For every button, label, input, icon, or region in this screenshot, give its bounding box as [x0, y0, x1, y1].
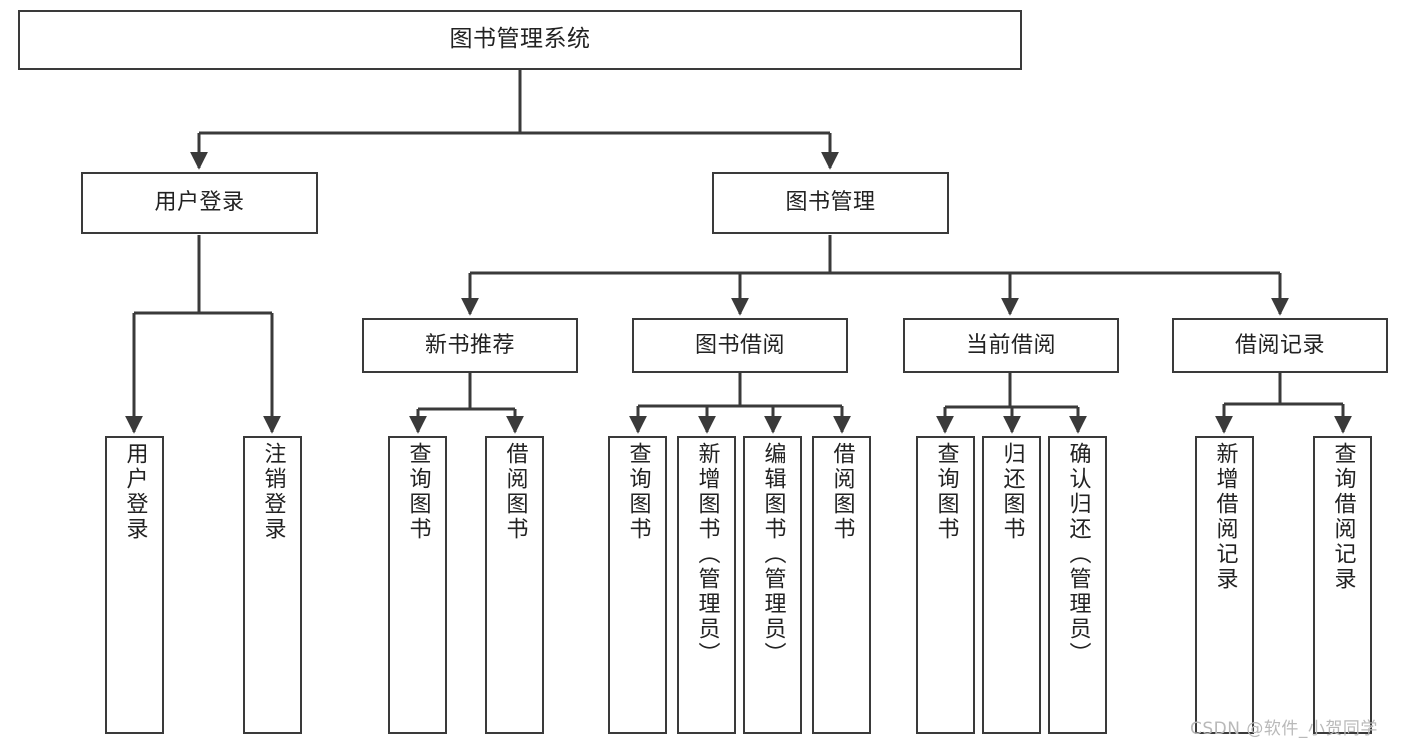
leaf-confirm-return[interactable]: 确认归还（管理员）	[1048, 436, 1107, 734]
node-label: 图书管理系统	[449, 26, 591, 53]
node-label: 借阅图书	[829, 442, 855, 542]
node-label: 借阅图书	[502, 442, 528, 542]
csdn-watermark: CSDN @软件_小贺同学	[1190, 719, 1378, 739]
node-borrow-record[interactable]: 借阅记录	[1172, 318, 1388, 373]
leaf-borrow-book[interactable]: 借阅图书	[812, 436, 871, 734]
node-label: 用户登录	[122, 442, 148, 542]
node-label: 注销登录	[260, 442, 286, 542]
node-label: 查询图书	[405, 442, 431, 542]
node-new-book-recommend[interactable]: 新书推荐	[362, 318, 578, 373]
node-label: 查询借阅记录	[1330, 442, 1356, 592]
leaf-edit-book[interactable]: 编辑图书（管理员）	[743, 436, 802, 734]
node-label: 用户登录	[154, 190, 245, 216]
node-label: 新增图书（管理员）	[694, 442, 720, 667]
leaf-return-book[interactable]: 归还图书	[982, 436, 1041, 734]
node-book-borrow[interactable]: 图书借阅	[632, 318, 848, 373]
node-user-login[interactable]: 用户登录	[81, 172, 318, 234]
node-label: 新书推荐	[424, 332, 515, 358]
node-label: 当前借阅	[965, 332, 1056, 358]
node-label: 查询图书	[625, 442, 651, 542]
node-current-borrow[interactable]: 当前借阅	[903, 318, 1119, 373]
leaf-user-login[interactable]: 用户登录	[105, 436, 164, 734]
leaf-query-borrow-record[interactable]: 查询借阅记录	[1313, 436, 1372, 734]
node-label: 借阅记录	[1234, 332, 1325, 358]
leaf-add-book[interactable]: 新增图书（管理员）	[677, 436, 736, 734]
leaf-add-borrow-record[interactable]: 新增借阅记录	[1195, 436, 1254, 734]
leaf-logout-login[interactable]: 注销登录	[243, 436, 302, 734]
node-label: 编辑图书（管理员）	[760, 442, 786, 667]
node-label: 确认归还（管理员）	[1065, 442, 1091, 667]
node-label: 新增借阅记录	[1212, 442, 1238, 592]
node-label: 归还图书	[999, 442, 1025, 542]
leaf-query-book-borrow[interactable]: 查询图书	[608, 436, 667, 734]
node-book-management[interactable]: 图书管理	[712, 172, 949, 234]
leaf-query-book-recommend[interactable]: 查询图书	[388, 436, 447, 734]
node-label: 图书管理	[785, 190, 876, 216]
node-label: 查询图书	[933, 442, 959, 542]
leaf-borrow-book-recommend[interactable]: 借阅图书	[485, 436, 544, 734]
node-label: 图书借阅	[694, 332, 785, 358]
leaf-query-book-current[interactable]: 查询图书	[916, 436, 975, 734]
node-root-book-management-system[interactable]: 图书管理系统	[18, 10, 1022, 70]
